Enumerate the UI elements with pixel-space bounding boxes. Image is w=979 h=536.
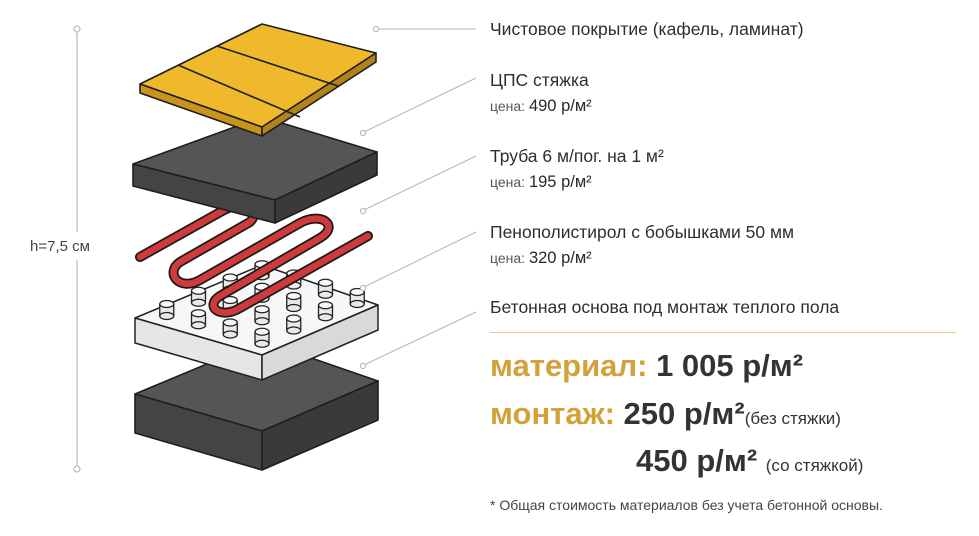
foam-boss — [286, 314, 302, 335]
foam-boss — [349, 287, 365, 309]
material-value: 1 005 р/м² — [656, 348, 804, 383]
foam-boss — [317, 278, 334, 299]
layer-label-finish-coating: Чистовое покрытие (кафель, ламинат) — [490, 19, 804, 39]
height-dimension — [73, 25, 81, 473]
foam-boss — [190, 309, 207, 330]
price-prefix: цена: — [490, 174, 526, 190]
layer-label-foam: Пенополистирол с бобышками 50 мм — [490, 222, 795, 242]
price-value: 195 р/м² — [528, 173, 592, 191]
leader-lines — [359, 25, 477, 370]
layer-label-pipe: Труба 6 м/пог. на 1 м² — [490, 146, 664, 166]
finish-coating-layer — [139, 23, 377, 137]
layer-label-concrete-base: Бетонная основа под монтаж теплого пола — [490, 297, 840, 317]
concrete-base-layer — [134, 340, 379, 471]
material-total: материал: 1 005 р/м² — [490, 348, 803, 384]
install-label: монтаж: — [490, 396, 615, 431]
foam-boss — [222, 318, 238, 339]
foam-boss — [254, 305, 270, 326]
install-note-1: (без стяжки) — [744, 409, 841, 428]
foam-boss — [317, 301, 334, 322]
totals-divider — [490, 332, 956, 333]
screed-layer — [132, 116, 378, 224]
install-total-without-screed: монтаж: 250 р/м²(без стяжки) — [490, 396, 841, 432]
material-label: материал: — [490, 348, 648, 383]
foam-boss — [159, 299, 175, 321]
layer-price-pipe: цена: 195 р/м² — [490, 173, 592, 192]
install-total-with-screed: 450 р/м² (со стяжкой) — [636, 443, 863, 479]
layer-price-screed: цена: 490 р/м² — [490, 97, 592, 116]
install-value-1: 250 р/м² — [623, 396, 745, 431]
price-prefix: цена: — [490, 98, 526, 114]
install-note-2: (со стяжкой) — [765, 456, 864, 475]
height-label: h=7,5 см — [30, 238, 90, 255]
layer-label-screed: ЦПС стяжка — [490, 70, 589, 90]
foam-boss — [254, 327, 270, 348]
footnote: * Общая стоимость материалов без учета б… — [490, 497, 883, 513]
price-prefix: цена: — [490, 250, 526, 266]
price-value: 490 р/м² — [528, 97, 592, 115]
install-value-2: 450 р/м² — [636, 443, 758, 478]
price-value: 320 р/м² — [528, 249, 592, 267]
foam-boss — [190, 286, 207, 307]
layer-price-foam: цена: 320 р/м² — [490, 249, 592, 268]
foam-boss — [286, 291, 302, 313]
